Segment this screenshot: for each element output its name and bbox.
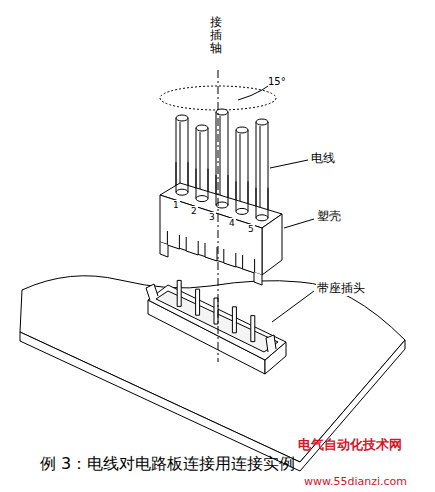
header-pin [196, 289, 200, 315]
header-top [148, 285, 286, 360]
housing-slot [167, 231, 179, 249]
header-pin [232, 307, 236, 333]
pin-number: 5 [247, 224, 255, 234]
angle-leader [262, 86, 268, 90]
angle-label: 15° [268, 76, 286, 88]
header-latch [146, 284, 158, 300]
wire-entry [236, 208, 248, 214]
wire-entry [196, 196, 208, 202]
leader-line [270, 160, 308, 168]
wire-highlight [200, 132, 201, 195]
wire-end [196, 125, 208, 131]
header-latch [266, 335, 276, 352]
pin-number: 1 [172, 200, 180, 210]
housing-side [262, 214, 282, 275]
pin-number: 2 [190, 206, 198, 216]
housing-slot [243, 255, 255, 273]
header-pin [177, 280, 181, 306]
insertion-axis [218, 70, 219, 362]
header-pin [251, 316, 255, 342]
part-label: 塑壳 [316, 210, 342, 224]
pin-number: 3 [208, 212, 216, 222]
wire-highlight [260, 126, 261, 214]
wire-entry [176, 189, 188, 195]
wire-end [256, 119, 268, 125]
pin-number: 4 [228, 218, 236, 228]
wire-highlight [220, 116, 221, 201]
axis-label: 接插轴 [210, 16, 222, 56]
wire [256, 122, 268, 218]
header-pin [214, 298, 218, 324]
header-cavity [156, 291, 278, 352]
leader-line [272, 291, 314, 322]
leader-line [284, 219, 314, 228]
housing-foot [160, 242, 168, 257]
circuit-board [20, 276, 405, 462]
housing-front [160, 195, 262, 275]
angle-arc [238, 90, 262, 100]
wire [176, 118, 188, 192]
wire-entry [256, 215, 268, 221]
housing-slot [186, 237, 198, 255]
figure-caption: 例 3：电线对电路板连接用连接实例 [40, 455, 295, 473]
part-label: 带座插头 [316, 282, 366, 296]
housing-slot [224, 249, 236, 267]
part-label: 电线 [310, 152, 336, 166]
wire [176, 162, 188, 192]
wire [236, 181, 248, 211]
wire-highlight [240, 134, 241, 207]
board-edge [20, 332, 405, 471]
watermark: www.55dianzi.com [304, 476, 407, 489]
wire [196, 169, 208, 199]
wire-end [176, 115, 188, 121]
wire [236, 130, 248, 211]
wire-end [236, 127, 248, 133]
housing-foot [254, 272, 262, 285]
watermark: 电气自动化技术网 [298, 438, 402, 453]
housing-slot [205, 243, 217, 261]
wire [256, 188, 268, 218]
wire-highlight [180, 122, 181, 188]
